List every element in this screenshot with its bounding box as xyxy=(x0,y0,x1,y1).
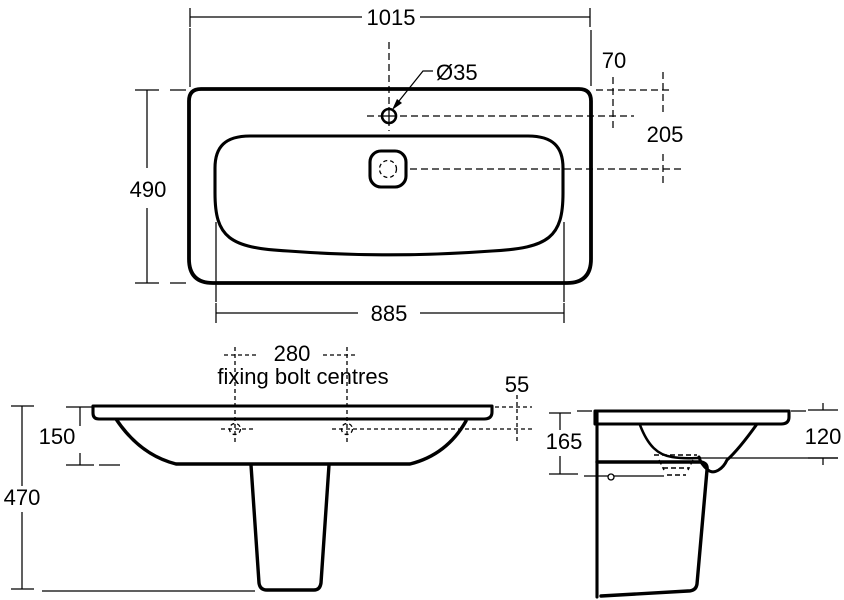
dim-165-end-ticks xyxy=(549,412,578,475)
front-rim-slab xyxy=(91,404,494,421)
dim-overflow-offset-label: 205 xyxy=(647,122,684,147)
dim-120-top-tick xyxy=(808,403,838,411)
dim-rim-to-shelf-label: 165 xyxy=(546,429,583,454)
dim-rim-to-lip-label: 120 xyxy=(805,424,842,449)
hidden-trap-outline xyxy=(654,454,697,476)
dim-885-end-ticks xyxy=(215,303,565,323)
dim-rim-to-floor-label: 470 xyxy=(4,485,41,510)
dim-1015-end-ticks xyxy=(189,8,591,27)
dim-bowl-width-label: 885 xyxy=(371,301,408,326)
side-pedestal-outline xyxy=(599,460,709,598)
dim-120-bottom-tick xyxy=(808,457,838,465)
dim-rim-to-underside-label: 150 xyxy=(39,424,76,449)
plan-bowl-outline xyxy=(213,134,565,257)
front-pedestal-outline xyxy=(249,463,331,592)
plan-view: 1015 490 885 Ø35 70 205 xyxy=(130,5,684,326)
tap-hole-diameter-label: Ø35 xyxy=(436,60,478,85)
leader-arrowhead xyxy=(392,99,402,110)
front-body-outline xyxy=(114,417,468,466)
dim-490-extension-stubs xyxy=(170,89,186,284)
overflow-hole xyxy=(368,149,408,189)
dim-bolt-centres-label: 280 xyxy=(274,341,311,366)
tap-hole-leader-line xyxy=(398,70,433,102)
side-bowl-underside xyxy=(638,423,702,460)
dim-rim-to-bolt-label: 55 xyxy=(505,372,529,397)
side-rim-slab xyxy=(593,409,791,426)
dim-overall-width-label: 1015 xyxy=(367,5,416,30)
side-view: 165 120 xyxy=(546,403,842,599)
dim-1015-extensions xyxy=(189,28,592,87)
pedestal-fixing-hole xyxy=(607,473,615,481)
dim-150-end-ticks xyxy=(66,406,94,466)
overflow-hidden-circle xyxy=(378,159,398,179)
dim-490-end-ticks xyxy=(135,89,159,284)
dim-tap-offset-label: 70 xyxy=(602,48,626,73)
dim-470-end-ticks xyxy=(11,405,34,590)
fixing-bolt-note-label: fixing bolt centres xyxy=(217,364,388,389)
front-view: 280 fixing bolt centres 55 150 470 xyxy=(4,341,533,592)
dim-overall-depth-label: 490 xyxy=(130,177,167,202)
